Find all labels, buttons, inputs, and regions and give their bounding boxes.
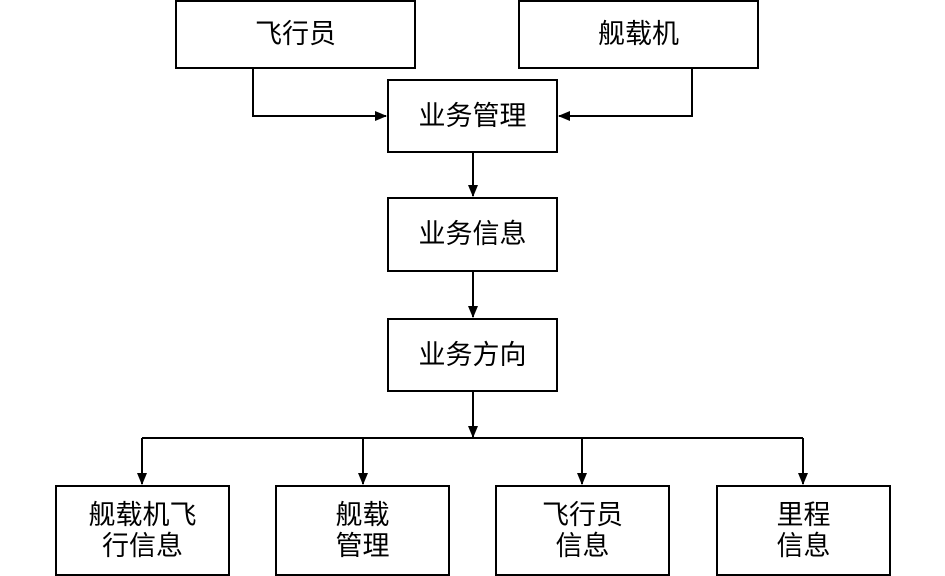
node-aircraft: 舰载机 (518, 0, 759, 69)
node-aircraft-flight-info: 舰载机飞 行信息 (55, 485, 230, 576)
node-business-direction-label: 业务方向 (418, 339, 527, 371)
node-pilot: 飞行员 (175, 0, 416, 69)
node-mileage-info-label: 里程 信息 (776, 499, 831, 562)
node-aircraft-management: 舰载 管理 (275, 485, 450, 576)
node-aircraft-label: 舰载机 (598, 19, 679, 50)
node-business-info-label: 业务信息 (418, 219, 527, 250)
node-aircraft-management-label: 舰载 管理 (335, 499, 390, 562)
node-business-management-label: 业务管理 (418, 100, 527, 132)
node-business-management: 业务管理 (387, 79, 558, 153)
node-business-direction: 业务方向 (387, 318, 558, 392)
node-pilot-info: 飞行员 信息 (495, 485, 670, 576)
edge-aircraft-to-business-management (558, 69, 693, 121)
node-mileage-info: 里程 信息 (716, 485, 891, 576)
node-pilot-label: 飞行员 (255, 19, 336, 50)
node-business-info: 业务信息 (387, 197, 558, 272)
node-pilot-info-label: 飞行员 信息 (542, 499, 623, 562)
node-aircraft-flight-info-label: 舰载机飞 行信息 (88, 499, 197, 562)
edge-pilot-to-business-management (252, 69, 387, 121)
